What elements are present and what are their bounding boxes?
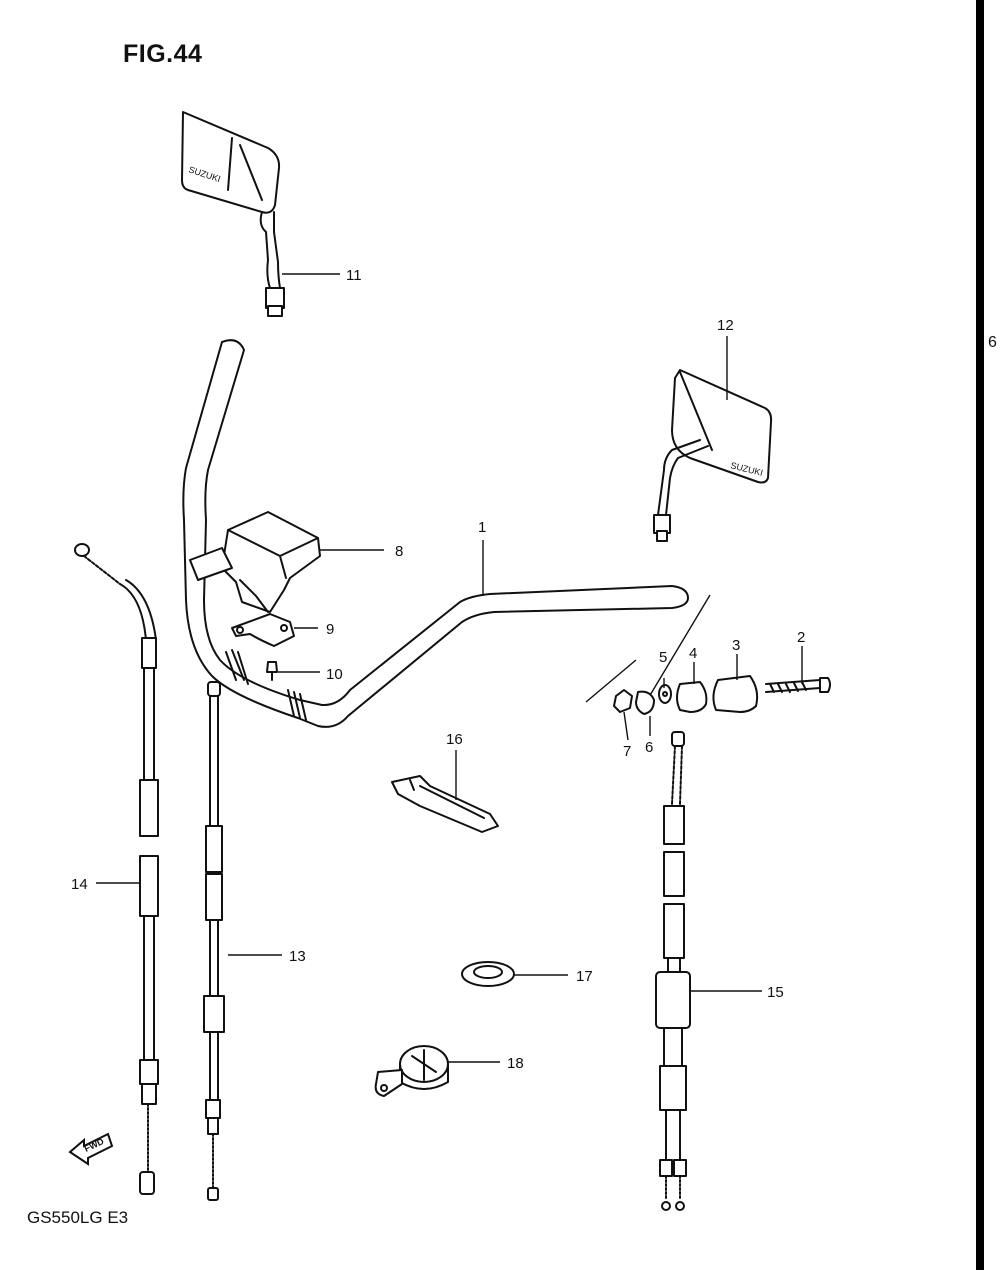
callout-12: 12 [717,317,734,334]
mirror-left-part-11: SUZUKI [181,111,285,317]
bar-end-assembly [585,594,831,715]
page-edge-mark: 6 [988,334,997,351]
screw-part-10 [266,661,278,681]
band-part-16 [391,775,499,833]
callout-10: 10 [326,666,343,683]
holder-part-9 [231,613,295,647]
fwd-arrow-icon: FWD [68,1132,114,1166]
callout-17: 17 [576,968,593,985]
mirror-right-part-12: SUZUKI [653,369,773,542]
callout-9: 9 [326,621,334,638]
throttle-cable-part-13 [203,681,225,1201]
callout-18: 18 [507,1055,524,1072]
callout-16: 16 [446,731,463,748]
clutch-cable-part-15 [655,731,691,1211]
callout-labels: 1 2 3 4 5 6 7 8 9 10 11 12 13 14 15 16 1… [71,267,805,1072]
callout-14: 14 [71,876,88,893]
callout-15: 15 [767,984,784,1001]
page-border-bar [976,0,984,1270]
callout-13: 13 [289,948,306,965]
leader-lines [96,273,803,1063]
callout-7: 7 [623,743,631,760]
callout-2: 2 [797,629,805,646]
callout-1: 1 [478,519,486,536]
callout-5: 5 [659,649,667,666]
callout-6: 6 [645,739,653,756]
handlebar-part-1 [182,339,689,728]
callout-11: 11 [346,267,362,284]
throttle-cable-part-14 [74,543,159,1195]
callout-8: 8 [395,543,403,560]
handlebar-clamp-part-8 [189,511,321,613]
cable-clamp-part-18 [374,1045,449,1097]
callout-4: 4 [689,645,697,662]
model-code: GS550LG E3 [27,1208,129,1227]
callout-3: 3 [732,637,740,654]
figure-title: FIG.44 [123,40,203,68]
grommet-part-17 [461,961,515,987]
